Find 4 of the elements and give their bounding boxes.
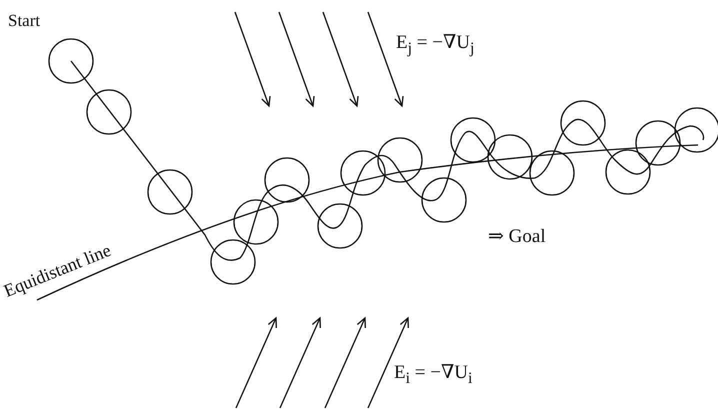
label-text: E$_{i}$ = −∇U$_{i}$	[394, 363, 472, 387]
label-text: Start	[8, 12, 40, 29]
label-text: E$_{j}$ = −∇U$_{j}$	[396, 33, 474, 57]
label-text: ⇒ Goal	[488, 227, 546, 246]
